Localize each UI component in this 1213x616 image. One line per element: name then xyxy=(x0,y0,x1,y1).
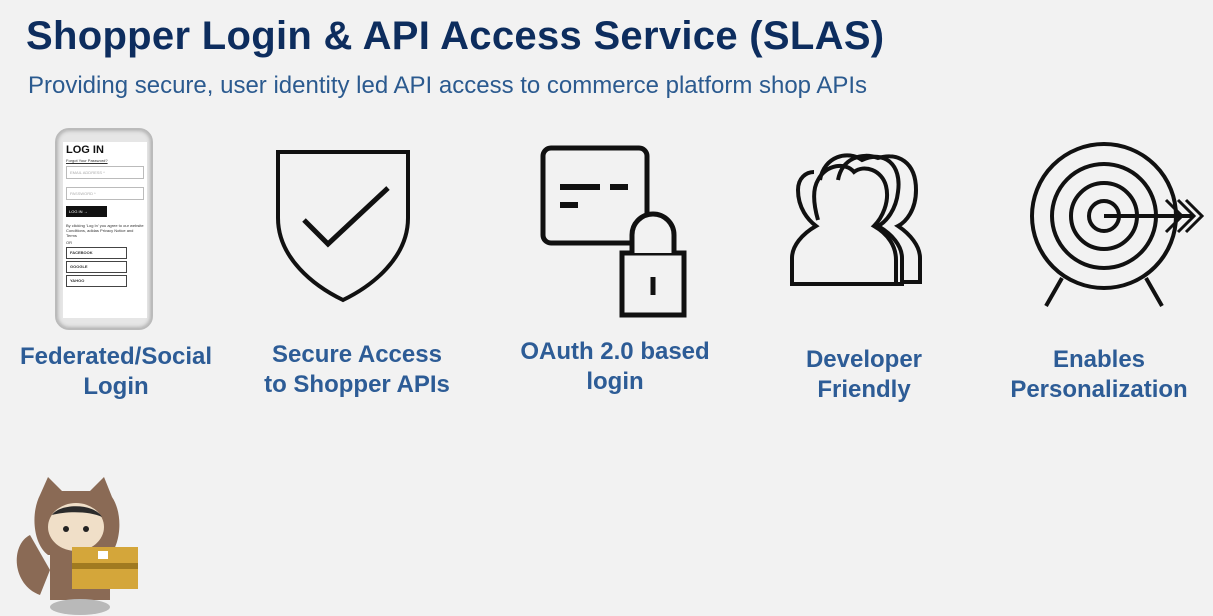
google-button: GOOGLE xyxy=(66,261,127,273)
feature-label-line: Login xyxy=(83,373,149,400)
feature-label-line: Federated/Social xyxy=(19,343,213,370)
feature-label-line: Developer xyxy=(805,346,923,373)
feature-label-oauth: OAuth 2.0 based login xyxy=(495,337,735,397)
phone-login-button: LOG IN → xyxy=(66,206,107,217)
slide-subtitle: Providing secure, user identity led API … xyxy=(28,72,868,99)
feature-label-line: Friendly xyxy=(817,376,911,403)
phone-heading: LOG IN xyxy=(66,144,104,156)
feature-label-secure-access: Secure Access to Shopper APIs xyxy=(237,340,477,400)
mascot-illustration xyxy=(16,477,138,615)
feature-label-developer-friendly: Developer Friendly xyxy=(744,345,984,405)
facebook-button: FACEBOOK xyxy=(66,247,127,259)
feature-label-line: login xyxy=(586,368,644,395)
feature-label-line: Enables xyxy=(1052,346,1146,373)
password-field: PASSWORD * xyxy=(66,187,144,200)
email-field: EMAIL ADDRESS * xyxy=(66,166,144,179)
terms-text: By clicking 'Log In' you agree to our we… xyxy=(66,223,144,238)
feature-label-line: Secure Access xyxy=(272,341,442,368)
or-text: OR xyxy=(66,240,72,245)
phone-login-mockup: LOG IN Forgot Your Password? EMAIL ADDRE… xyxy=(55,128,153,330)
yahoo-button: YAHOO xyxy=(66,275,127,287)
card-lock-icon xyxy=(540,145,687,318)
shield-check-icon xyxy=(276,150,410,303)
forgot-password-link: Forgot Your Password? xyxy=(66,158,108,163)
feature-label-personalization: Enables Personalization xyxy=(979,345,1213,405)
feature-label-line: Personalization xyxy=(1010,376,1188,403)
slide-title: Shopper Login & API Access Service (SLAS… xyxy=(26,14,885,58)
target-icon xyxy=(1030,142,1204,307)
feature-label-federated-login: Federated/Social Login xyxy=(0,342,236,402)
feature-label-line: to Shopper APIs xyxy=(264,371,450,398)
feature-label-line: OAuth 2.0 based xyxy=(520,338,710,365)
phone-screen: LOG IN Forgot Your Password? EMAIL ADDRE… xyxy=(63,142,147,318)
users-icon xyxy=(790,153,922,286)
